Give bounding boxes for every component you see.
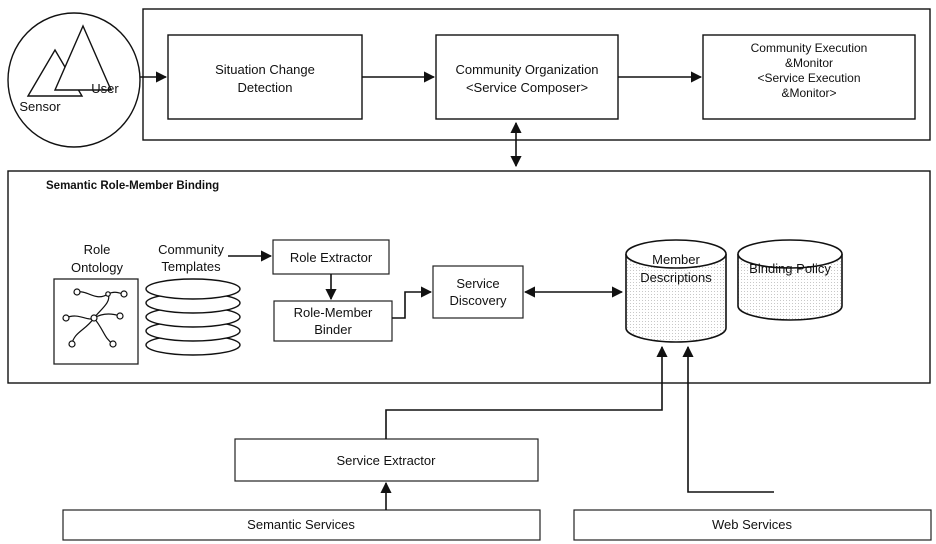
situation-change-label-1: Situation Change bbox=[215, 62, 315, 77]
binding-panel-title: Semantic Role-Member Binding bbox=[46, 180, 219, 192]
member-descriptions-label-2: Descriptions bbox=[640, 270, 712, 285]
binding-policy-label: Binding Policy bbox=[749, 261, 831, 276]
member-descriptions-label-1: Member bbox=[652, 252, 700, 267]
role-ontology-label-2: Ontology bbox=[71, 260, 124, 275]
community-templates-label-1: Community bbox=[158, 242, 224, 257]
community-execution-label-2: &Monitor bbox=[785, 56, 833, 70]
role-member-binder-box bbox=[273, 300, 393, 342]
member-descriptions-db-icon bbox=[625, 239, 727, 343]
role-ontology-label-1: Role bbox=[84, 242, 111, 257]
community-execution-label-3: <Service Execution bbox=[757, 71, 860, 85]
user-triangle-icon bbox=[53, 24, 113, 91]
service-extractor-label: Service Extractor bbox=[337, 453, 437, 468]
web-services-box bbox=[573, 509, 932, 541]
role-member-binder-label-1: Role-Member bbox=[294, 305, 373, 320]
arrow-web-to-member bbox=[682, 345, 774, 493]
community-templates-label-2: Templates bbox=[161, 259, 221, 274]
actor-group: Sensor User bbox=[7, 12, 141, 148]
user-label: User bbox=[91, 81, 119, 96]
community-organization-label-1: Community Organization bbox=[455, 62, 598, 77]
service-discovery-label-1: Service bbox=[456, 276, 499, 291]
ontology-graph-icon bbox=[62, 288, 128, 348]
role-member-binder-label-2: Binder bbox=[314, 322, 352, 337]
community-execution-label-4: &Monitor> bbox=[781, 86, 836, 100]
semantic-services-label: Semantic Services bbox=[247, 517, 355, 532]
role-extractor-box bbox=[272, 239, 390, 275]
service-discovery-box bbox=[432, 265, 524, 319]
community-execution-label-1: Community Execution bbox=[751, 41, 868, 55]
sensor-label: Sensor bbox=[19, 99, 61, 114]
community-templates-db-icon bbox=[145, 278, 241, 356]
web-services-label: Web Services bbox=[712, 517, 792, 532]
community-organization-label-2: <Service Composer> bbox=[466, 80, 588, 95]
binding-policy-db-icon bbox=[737, 239, 843, 321]
service-extractor-box bbox=[234, 438, 539, 482]
arrow-extractor-to-member bbox=[385, 345, 668, 439]
arrow-binder-to-discovery bbox=[392, 286, 433, 319]
semantic-services-box bbox=[62, 509, 541, 541]
situation-change-box bbox=[167, 34, 363, 120]
role-extractor-label: Role Extractor bbox=[290, 250, 373, 265]
service-discovery-label-2: Discovery bbox=[449, 293, 507, 308]
situation-change-label-2: Detection bbox=[238, 80, 293, 95]
community-execution-box bbox=[702, 34, 916, 120]
community-organization-box bbox=[435, 34, 619, 120]
